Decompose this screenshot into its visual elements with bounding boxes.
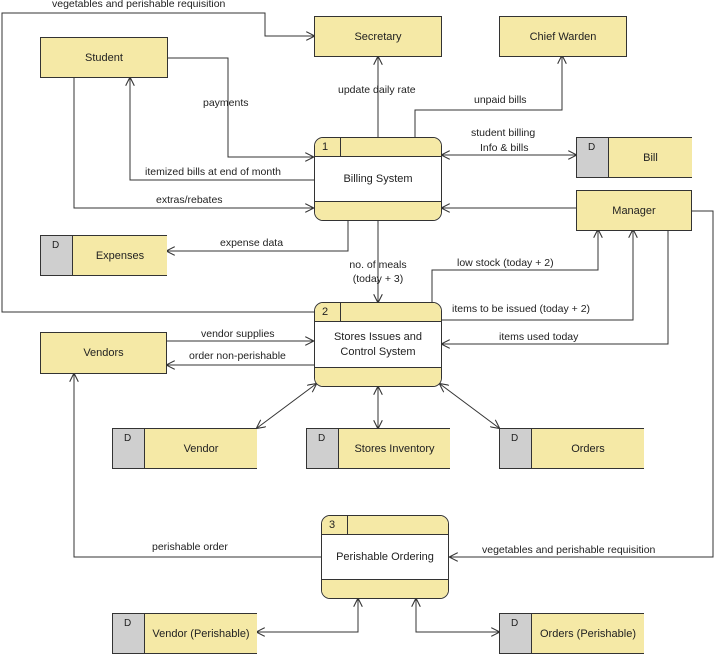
label-perishable-order: perishable order (152, 541, 228, 553)
store-name: Vendor (Perishable) (152, 627, 250, 640)
store-name: Bill (643, 151, 658, 164)
store-stores-inventory: D Stores Inventory (306, 428, 450, 469)
label-student-billing: student billing (471, 127, 536, 139)
label-meals-line2: (today + 3) (352, 273, 404, 285)
process-billing-system: 1 Billing System (314, 137, 442, 221)
process-name: Billing System (343, 172, 413, 185)
flow-expense-data (167, 221, 349, 251)
store-vendor-perishable: D Vendor (Perishable) (112, 613, 257, 654)
flow-p3-vendor-perish (257, 599, 358, 632)
label-order-nonperish: order non-perishable (189, 350, 286, 362)
store-name: Vendor (183, 442, 219, 455)
store-id: D (500, 429, 532, 468)
label-expense-data: expense data (220, 237, 284, 249)
flow-items-used (442, 230, 669, 344)
entity-student: Student (40, 37, 168, 78)
entity-manager: Manager (576, 190, 692, 231)
process-perishable-ordering: 3 Perishable Ordering (321, 515, 449, 599)
flow-items-issued (442, 230, 633, 321)
entity-chief-warden: Chief Warden (499, 16, 627, 57)
store-bill: D Bill (576, 137, 692, 178)
store-name: Orders (571, 442, 605, 455)
store-orders-perishable: D Orders (Perishable) (499, 613, 644, 654)
label-unpaid-bills: unpaid bills (474, 94, 527, 106)
label-vendor-supplies: vendor supplies (201, 328, 275, 340)
label-veg-bottom: vegetables and perishable requisition (482, 544, 656, 556)
flow-veg-bottom (450, 210, 714, 557)
process-name: Stores Issues and Control System (333, 330, 423, 358)
flow-veg-top (1, 12, 314, 313)
store-id: D (41, 236, 73, 275)
flow-perishable-order (74, 374, 321, 558)
label-extras-rebates: extras/rebates (156, 194, 223, 206)
store-name: Orders (Perishable) (540, 627, 636, 640)
process-name: Perishable Ordering (336, 550, 434, 563)
label-meals: no. of meals (today + 3) (343, 258, 413, 286)
store-id: D (307, 429, 339, 468)
label-items-issued: items to be issued (today + 2) (452, 303, 591, 315)
flow-unpaid-bills (414, 56, 562, 137)
store-id: D (577, 138, 609, 177)
label-update-rate: update daily rate (338, 84, 416, 96)
store-id: D (500, 614, 532, 653)
flow-p2-orders (440, 384, 499, 428)
flow-p3-orders-perish (416, 599, 499, 632)
process-number: 2 (315, 303, 341, 321)
store-name: Expenses (95, 249, 145, 262)
entity-vendors: Vendors (40, 332, 167, 374)
store-id: D (113, 429, 145, 468)
store-expenses: D Expenses (40, 235, 167, 276)
label-veg-top: vegetables and perishable requisition (52, 0, 226, 10)
flow-low-stock (431, 230, 598, 302)
store-vendor: D Vendor (112, 428, 257, 469)
label-low-stock: low stock (today + 2) (457, 257, 554, 269)
store-id: D (113, 614, 145, 653)
label-meals-line1: no. of meals (349, 259, 407, 271)
flow-extras (73, 78, 313, 208)
entity-secretary: Secretary (314, 16, 442, 57)
flow-itemized-bills (130, 78, 314, 181)
process-number: 1 (315, 138, 341, 156)
label-info-bills: Info & bills (480, 142, 529, 154)
process-stores-issues: 2 Stores Issues and Control System (314, 302, 442, 387)
label-itemized-bills: itemized bills at end of month (145, 166, 281, 178)
store-orders: D Orders (499, 428, 644, 469)
process-number: 3 (322, 516, 348, 534)
flow-payments (168, 57, 313, 157)
store-name: Stores Inventory (354, 442, 435, 455)
flow-p2-vendor (257, 384, 316, 428)
label-items-used: items used today (499, 331, 579, 343)
label-payments: payments (203, 97, 249, 109)
